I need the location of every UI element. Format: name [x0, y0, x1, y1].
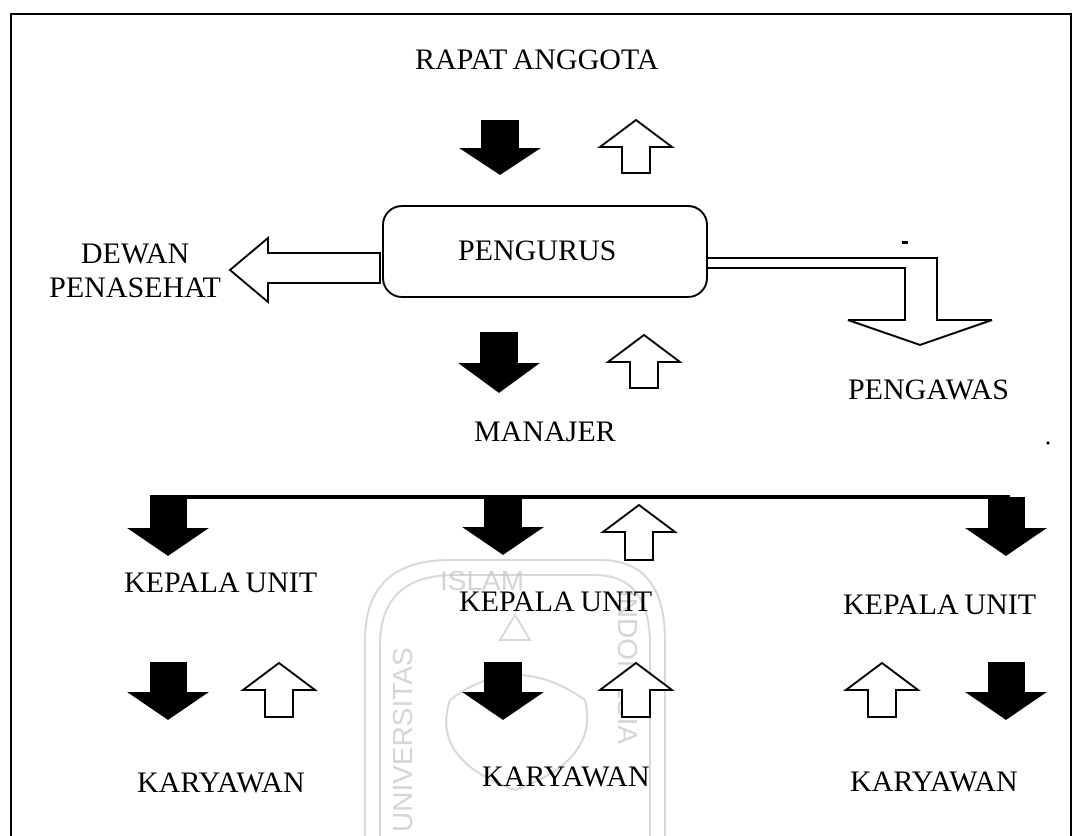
node-pengurus: PENGURUS [458, 234, 617, 267]
node-karyawan-1: KARYAWAN [137, 766, 305, 799]
watermark-left-text: UNIVERSITAS [387, 647, 418, 832]
node-kepala-unit-1: KEPALA UNIT [124, 566, 318, 599]
arrow-down-kepala-unit-3-to-karyawan-3 [965, 662, 1047, 720]
node-pengawas: PENGAWAS [848, 373, 1009, 406]
node-kepala-unit-2: KEPALA UNIT [459, 585, 653, 618]
pengurus-box [382, 205, 708, 298]
speck-mark [1046, 441, 1050, 445]
node-dewan-penasehat: DEWAN PENASEHAT [45, 237, 225, 304]
watermark-top-text: ISLAM [440, 565, 524, 596]
arrow-up-manajer-to-pengurus [605, 333, 683, 389]
arrow-down-to-kepala-unit-3 [965, 497, 1047, 556]
node-manajer: MANAJER [474, 415, 616, 448]
node-rapat-anggota: RAPAT ANGGOTA [415, 43, 659, 76]
arrow-down-to-kepala-unit-1 [127, 497, 209, 556]
arrow-up-pengurus-to-rapat [597, 118, 675, 174]
arrow-pengurus-to-dewan [228, 235, 381, 305]
node-kepala-unit-3: KEPALA UNIT [843, 588, 1037, 621]
arrow-down-kepala-unit-1-to-karyawan-1 [127, 662, 209, 720]
arrow-up-kepala-unit-2-to-manajer [600, 503, 678, 561]
dewan-penasehat-line2: PENASEHAT [49, 270, 221, 304]
node-karyawan-2: KARYAWAN [482, 760, 650, 793]
diagram-frame [10, 13, 1072, 836]
speck-mark [902, 241, 908, 244]
arrow-down-pengurus-to-manajer [458, 332, 540, 393]
arrow-up-karyawan-1-to-kepala-unit-1 [240, 661, 318, 718]
arrow-up-karyawan-3-to-kepala-unit-3 [843, 661, 921, 718]
arrow-down-to-kepala-unit-2 [462, 497, 544, 555]
arrow-pengurus-to-pengawas [706, 257, 993, 347]
dewan-penasehat-line1: DEWAN [80, 237, 190, 270]
arrow-down-rapat-to-pengurus [459, 120, 541, 175]
node-karyawan-3: KARYAWAN [850, 765, 1018, 798]
arrow-up-karyawan-2-to-kepala-unit-2 [597, 661, 675, 718]
arrow-down-kepala-unit-2-to-karyawan-2 [462, 662, 544, 720]
